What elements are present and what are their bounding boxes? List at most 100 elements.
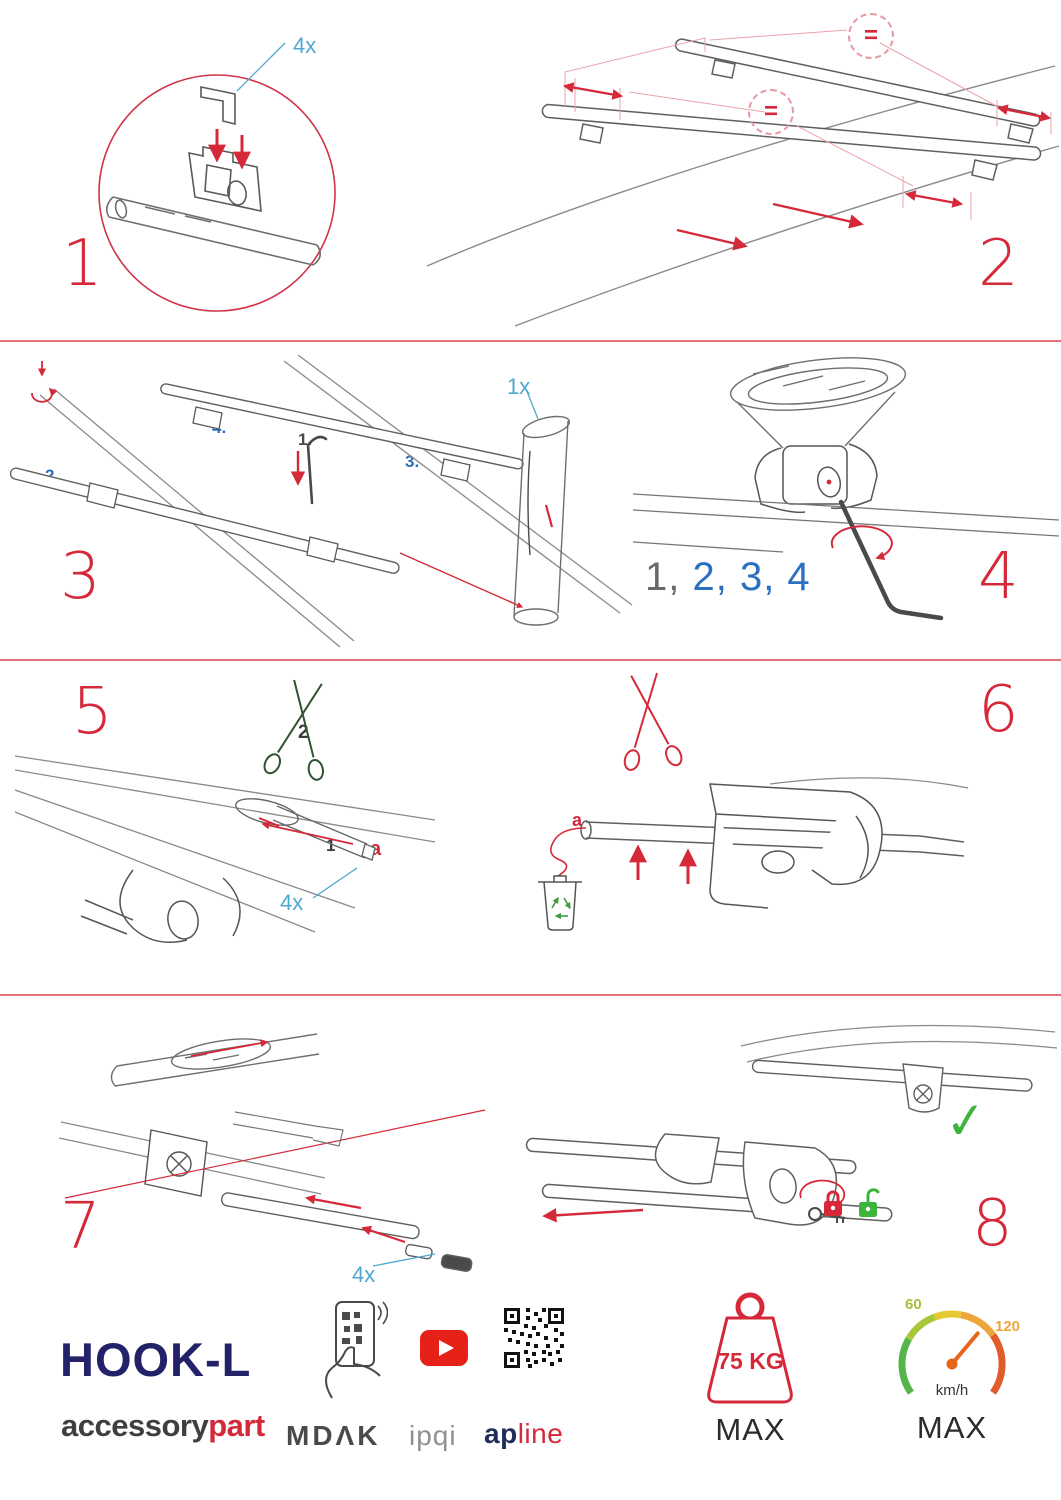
speedometer-icon <box>898 1310 1006 1395</box>
sequence-first: 1, <box>645 555 681 599</box>
separator-1 <box>0 340 1061 342</box>
hand-outline <box>325 1346 381 1399</box>
trash-bin-icon <box>538 875 582 931</box>
logo-line: line <box>517 1418 564 1449</box>
step-5-label-a: a <box>370 838 382 860</box>
roof-line <box>769 777 969 789</box>
brand-wordmark: accessorypart <box>61 1408 265 1444</box>
sequence-rest: 2, 3, 4 <box>680 555 811 599</box>
step-7-count-label: 4x <box>352 1262 376 1287</box>
logo-ap: ap <box>484 1418 518 1449</box>
clamp-assembly <box>754 443 878 514</box>
equal-sign-top: = <box>863 22 878 49</box>
step-5-drawing <box>15 679 435 943</box>
tube-opening <box>729 357 907 449</box>
adjust-arrows <box>562 82 1052 251</box>
brand-accessory: accessory <box>61 1408 209 1443</box>
insert-arrows <box>208 129 251 170</box>
weight-value: 75 KG <box>717 1348 784 1374</box>
measurement-lines <box>564 29 1052 220</box>
speed-high-label: 120 <box>995 1318 1021 1335</box>
logo-apline: apline <box>484 1418 563 1450</box>
push-up-arrows <box>629 844 697 884</box>
slide-arrow <box>542 1208 644 1223</box>
speed-max-label: MAX <box>916 1410 988 1445</box>
scissors-icon <box>623 672 683 771</box>
logo-ipqi: ipqi <box>409 1420 457 1451</box>
speed-unit-label: km/h <box>935 1382 969 1399</box>
step-7-drawing <box>58 1033 486 1272</box>
gauge-needle <box>950 1331 980 1366</box>
bar-with-slot <box>110 1033 320 1087</box>
phone-qr-icon <box>325 1301 388 1399</box>
step-4-sequence: 1, 2, 3, 4 <box>645 555 811 600</box>
step-5-label-cut: 2 <box>298 722 309 743</box>
bar-through <box>633 493 1060 553</box>
strap-mark <box>544 504 554 528</box>
step-4-number: 4 <box>978 540 1019 614</box>
weight-icon <box>707 1292 793 1404</box>
roof-lines <box>15 755 435 933</box>
step-5-number: 5 <box>72 675 113 749</box>
step-8-number: 8 <box>972 1187 1013 1261</box>
step-3-sub-3: 3. <box>405 452 420 471</box>
pull-arrow <box>261 821 354 845</box>
step-7-number: 7 <box>60 1190 101 1264</box>
clamp-below <box>80 869 241 943</box>
clamp-knob <box>144 1129 208 1197</box>
step-6-label-a: a <box>572 810 583 830</box>
step-3-drawing <box>10 355 633 648</box>
step-1-drawing <box>98 42 336 312</box>
magnifier-circle <box>98 74 336 312</box>
count-pointer-line <box>312 867 358 899</box>
step-3-count-label: 1x <box>507 374 531 399</box>
logo-mdak: MDΛK <box>286 1420 381 1451</box>
step-5-count-label: 4x <box>280 890 304 915</box>
hook-bracket <box>709 783 883 909</box>
separator-3 <box>0 994 1061 996</box>
equal-sign-mid: = <box>763 98 778 125</box>
equal-badge-top: = <box>848 13 894 59</box>
equal-badge-mid: = <box>748 89 794 135</box>
guide-line <box>64 1109 486 1199</box>
hex-key <box>290 435 328 505</box>
bracket-part <box>200 86 236 126</box>
count-pointer-line <box>525 388 539 420</box>
hex-key <box>838 499 944 621</box>
separator-2 <box>0 659 1061 661</box>
bar-and-end-caps <box>220 1192 473 1272</box>
qr-code <box>504 1308 564 1368</box>
step-1-count-label: 4x <box>293 33 317 58</box>
lock-open-icon <box>859 1188 880 1217</box>
youtube-icon <box>420 1330 468 1366</box>
phone-qr-pattern <box>342 1312 362 1344</box>
step-6-drawing <box>538 672 969 931</box>
product-name: HOOK-L <box>60 1333 252 1386</box>
front-crossbar <box>541 103 1042 181</box>
long-pointer <box>399 552 524 608</box>
step-5-label-pull: 1 <box>326 836 336 855</box>
step-6-number: 6 <box>978 673 1019 747</box>
slot-arrow <box>190 1039 269 1057</box>
count-pointer-line <box>372 1253 436 1267</box>
crossbar <box>105 196 321 266</box>
clamp-body <box>188 146 262 213</box>
cut-strap-curl <box>550 827 587 877</box>
brand-part: part <box>208 1408 265 1443</box>
step-3-number: 3 <box>60 540 101 614</box>
step-4-drawing <box>633 357 1060 621</box>
rails-top <box>740 1024 1058 1063</box>
twist-arrow <box>31 361 58 403</box>
count-pointer-line <box>236 42 286 92</box>
weight-max-label: MAX <box>715 1412 786 1447</box>
clamp-feet <box>86 406 471 563</box>
step-1-number: 1 <box>62 227 103 301</box>
speed-low-label: 60 <box>905 1296 922 1313</box>
strap-in-slot <box>235 798 376 861</box>
main-assembly <box>525 1133 893 1226</box>
step-2-drawing <box>426 29 1060 327</box>
crossbars <box>10 383 524 574</box>
strap-piece <box>232 1111 344 1147</box>
step-8-drawing <box>525 1024 1058 1226</box>
